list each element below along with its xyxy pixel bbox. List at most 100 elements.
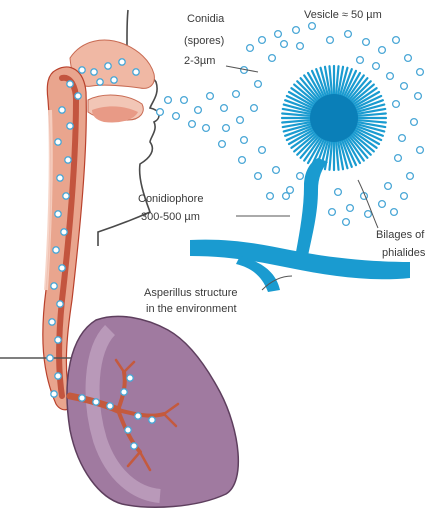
label-aspergillus-structure: Asperillus structure (144, 287, 238, 299)
spore (327, 37, 334, 44)
spore (365, 211, 372, 218)
spore (401, 193, 408, 200)
spore (255, 81, 262, 88)
spore (391, 209, 398, 216)
spore (237, 117, 244, 124)
spore (221, 105, 228, 112)
spore (53, 247, 59, 253)
spore (335, 189, 342, 196)
spore (55, 337, 61, 343)
spore (415, 93, 422, 100)
spore (309, 23, 316, 30)
spore (401, 83, 408, 90)
label-conidia: Conidia (187, 13, 225, 25)
spore (157, 109, 164, 116)
spore (357, 57, 364, 64)
spore (283, 193, 290, 200)
spore (173, 113, 180, 120)
spore (251, 105, 258, 112)
spore (417, 69, 424, 76)
spore (411, 119, 418, 126)
spore (233, 91, 240, 98)
spore (395, 155, 402, 162)
spore (189, 121, 196, 128)
spore (387, 73, 394, 80)
label-phialides: phialides (382, 247, 426, 259)
spore (223, 125, 230, 132)
spore (55, 373, 61, 379)
spore (297, 43, 304, 50)
spore (417, 147, 424, 154)
spore (247, 45, 254, 52)
spore (203, 125, 210, 132)
spore (47, 355, 53, 361)
spore (165, 97, 172, 104)
spore (255, 173, 262, 180)
spore (97, 79, 103, 85)
label-conidiophore: Conidiophore (138, 193, 203, 205)
label-spore-size: 2-3µm (184, 55, 215, 67)
spore (343, 219, 350, 226)
spore (51, 391, 57, 397)
spore (329, 209, 336, 216)
spore (241, 137, 248, 144)
spore (363, 39, 370, 46)
spore (347, 205, 354, 212)
spore (111, 77, 117, 83)
spore (239, 157, 246, 164)
spore (133, 69, 139, 75)
spore (67, 81, 73, 87)
spore (393, 37, 400, 44)
label-vesicle: Vesicle ≈ 50 µm (304, 9, 382, 21)
spore (259, 147, 266, 154)
spore (61, 229, 67, 235)
spore (55, 211, 61, 217)
spore (273, 167, 280, 174)
spore (385, 183, 392, 190)
spore (135, 413, 141, 419)
spore (107, 403, 113, 409)
label-conidiophore-size: 300-500 µm (141, 211, 200, 223)
lung (67, 316, 238, 507)
spore (67, 123, 73, 129)
spore (207, 93, 214, 100)
spore (345, 31, 352, 38)
spore (259, 37, 266, 44)
spore (57, 301, 63, 307)
spore (127, 375, 133, 381)
spore (405, 55, 412, 62)
spore (297, 173, 304, 180)
spore (149, 417, 155, 423)
spore (59, 265, 65, 271)
spore (195, 107, 202, 114)
spore (269, 55, 276, 62)
spore (79, 395, 85, 401)
spore (131, 443, 137, 449)
spore (105, 63, 111, 69)
label-bilages: Bilages of (376, 229, 425, 241)
label-environment: in the environment (146, 303, 237, 315)
spore (293, 27, 300, 34)
spore (125, 427, 131, 433)
spore (393, 101, 400, 108)
spore (55, 139, 61, 145)
spore (59, 107, 65, 113)
spore (275, 31, 282, 38)
spore (121, 389, 127, 395)
spore (75, 93, 81, 99)
spore (373, 63, 380, 70)
spore (91, 69, 97, 75)
spore (65, 157, 71, 163)
vesicle (310, 94, 358, 142)
spore (407, 173, 414, 180)
spore (79, 67, 85, 73)
label-spores: (spores) (184, 35, 224, 47)
spore (267, 193, 274, 200)
spore (181, 97, 188, 104)
spore (399, 135, 406, 142)
spore (379, 201, 386, 208)
spore (57, 175, 63, 181)
spore (49, 319, 55, 325)
spore (63, 193, 69, 199)
